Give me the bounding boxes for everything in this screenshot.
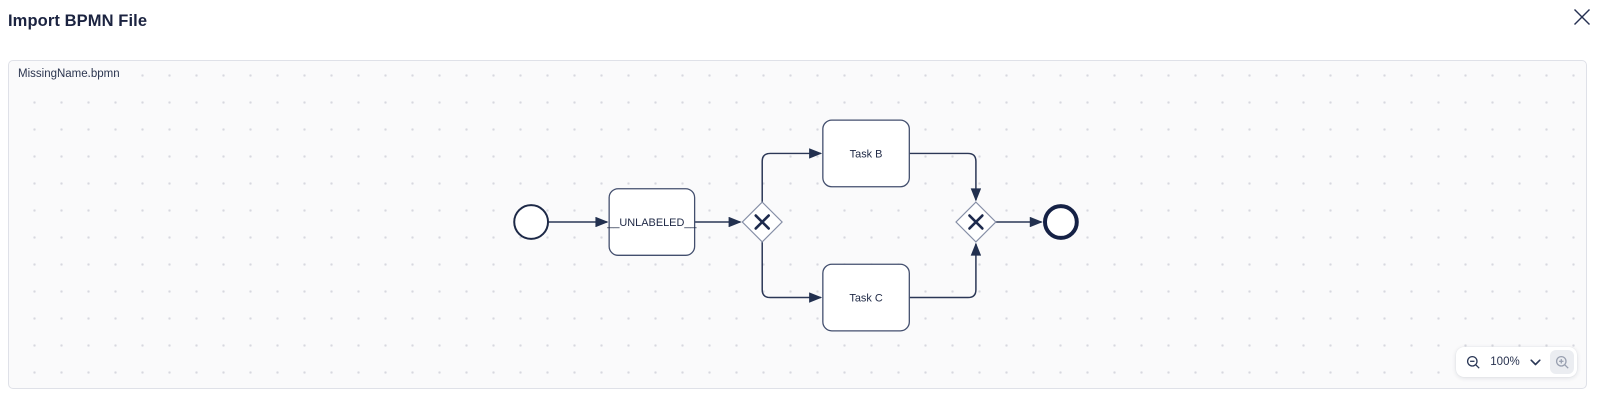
task-b-label: Task B	[850, 148, 883, 160]
page-title: Import BPMN File	[8, 12, 148, 30]
zoom-level-value: 100%	[1490, 356, 1520, 368]
exclusive-gateway-split-shape	[741, 201, 783, 243]
dialog-header: Import BPMN File	[0, 0, 1600, 60]
zoom-in-icon	[1555, 355, 1569, 369]
task-unlabeled-shape: __UNLABELED__	[606, 188, 697, 256]
zoom-controls: 100%	[1456, 347, 1577, 377]
sequence-flow-split-to-task-b	[761, 148, 823, 203]
zoom-in-button[interactable]	[1550, 350, 1574, 374]
sequence-flow-split-to-task-c	[761, 241, 823, 303]
bpmn-diagram: __UNLABELED__ Task B Task C	[513, 119, 1079, 332]
close-button[interactable]	[1569, 4, 1595, 30]
close-icon	[1574, 9, 1590, 25]
task-b-shape: Task B	[822, 119, 910, 188]
zoom-out-button[interactable]	[1466, 350, 1481, 374]
zoom-out-icon	[1466, 355, 1480, 369]
bpmn-preview-canvas[interactable]: MissingName.bpmn __UNLABELED__	[8, 60, 1587, 389]
task-c-shape: Task C	[822, 263, 910, 332]
task-c-label: Task C	[849, 293, 882, 305]
zoom-level-dropdown[interactable]	[1527, 350, 1543, 374]
sequence-flow-task-c-to-join	[909, 242, 982, 299]
start-event-shape	[513, 204, 550, 240]
chevron-down-icon	[1529, 358, 1541, 365]
exclusive-gateway-join-shape	[955, 201, 997, 243]
task-unlabeled-label: __UNLABELED__	[606, 217, 697, 229]
end-event-shape	[1042, 204, 1079, 240]
file-name-label: MissingName.bpmn	[18, 68, 120, 80]
sequence-flow-task-b-to-join	[909, 152, 982, 202]
